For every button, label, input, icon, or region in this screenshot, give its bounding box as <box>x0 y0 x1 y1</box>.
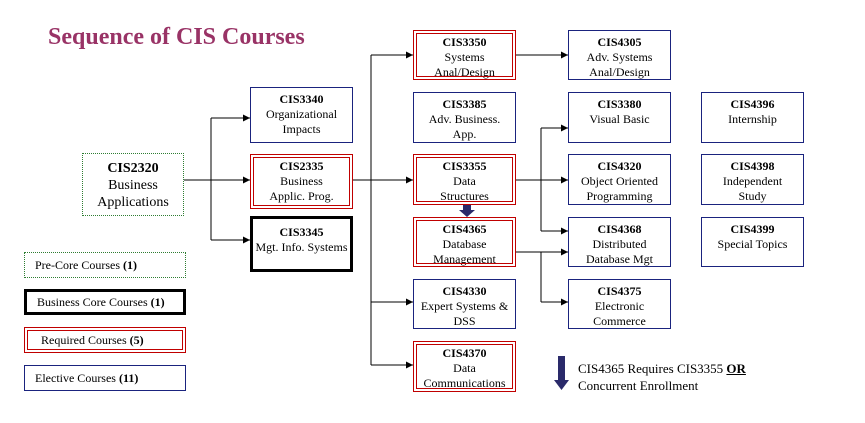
course-title-line: Adv. Systems <box>586 50 653 64</box>
course-code: CIS4368 <box>597 222 642 236</box>
course-box-cis3385: CIS3385 Adv. Business. App. <box>413 92 516 143</box>
course-title-line: Electronic <box>594 299 645 313</box>
course-title-line: Communications <box>423 376 506 390</box>
note-emphasis: OR <box>726 361 746 376</box>
course-box-cis4396: CIS4396 Internship <box>701 92 804 143</box>
course-title-line: Business <box>280 174 323 188</box>
course-title-line: Applic. Prog. <box>269 189 334 203</box>
course-title-line: Data <box>453 361 476 375</box>
course-title-line: Study <box>738 189 767 203</box>
course-title-line: Data <box>453 174 476 188</box>
course-title-line: Visual Basic <box>589 112 650 126</box>
course-box-cis4330: CIS4330 Expert Systems & DSS <box>413 279 516 329</box>
course-box-cis4399: CIS4399 Special Topics <box>701 217 804 267</box>
course-box-cis2335: CIS2335 Business Applic. Prog. <box>250 154 353 209</box>
course-box-cis3355: CIS3355 Data Structures <box>413 154 516 205</box>
course-code: CIS4370 <box>442 346 487 360</box>
course-title-line: Object Oriented <box>581 174 658 188</box>
course-code: CIS4330 <box>442 284 487 298</box>
course-title-line: Applications <box>97 195 169 210</box>
course-code: CIS4399 <box>730 222 775 236</box>
note-text-1: CIS4365 Requires CIS3355 <box>578 361 727 376</box>
legend-count: (1) <box>150 295 165 309</box>
prerequisite-note: CIS4365 Requires CIS3355 OR Concurrent E… <box>578 360 746 394</box>
course-box-cis3345: CIS3345 Mgt. Info. Systems <box>250 216 353 272</box>
course-title-line: Management <box>433 252 496 266</box>
legend-count: (1) <box>122 258 137 272</box>
course-title-line: DSS <box>453 314 476 328</box>
course-box-cis4320: CIS4320 Object Oriented Programming <box>568 154 671 205</box>
legend-count: (11) <box>118 371 139 385</box>
course-title-line: Mgt. Info. Systems <box>255 240 348 254</box>
course-code: CIS4396 <box>730 97 775 111</box>
course-title-line: Programming <box>586 189 653 203</box>
course-title-line: Systems <box>444 50 485 64</box>
course-title-line: Structures <box>440 189 489 203</box>
course-box-cis4398: CIS4398 Independent Study <box>701 154 804 205</box>
course-box-cis3380: CIS3380 Visual Basic <box>568 92 671 143</box>
course-code: CIS3385 <box>442 97 487 111</box>
course-title-line: Commerce <box>593 314 646 328</box>
course-box-cis4365: CIS4365 Database Management <box>413 217 516 267</box>
course-title-line: Internship <box>728 112 777 126</box>
note-text-2: Concurrent Enrollment <box>578 378 699 393</box>
legend-label: Business Core Courses <box>37 295 148 309</box>
course-code: CIS2335 <box>279 159 324 173</box>
course-box-cis2320: CIS2320 Business Applications <box>82 153 184 216</box>
course-title-line: Special Topics <box>717 237 788 251</box>
course-title-line: Database Mgt <box>586 252 653 266</box>
course-code: CIS2320 <box>107 161 159 176</box>
course-title-line: Business <box>108 178 158 193</box>
course-title-line: Distributed <box>592 237 647 251</box>
course-title-line: Database <box>442 237 487 251</box>
course-code: CIS3355 <box>442 159 487 173</box>
course-box-cis4375: CIS4375 Electronic Commerce <box>568 279 671 329</box>
course-code: CIS3380 <box>597 97 642 111</box>
legend-required: Required Courses (5) <box>24 327 186 353</box>
course-title-line: Independent <box>722 174 783 188</box>
course-title-line: Anal/Design <box>434 65 495 79</box>
course-box-cis4368: CIS4368 Distributed Database Mgt <box>568 217 671 267</box>
course-title-line: App. <box>452 127 477 141</box>
course-box-cis3340: CIS3340 Organizational Impacts <box>250 87 353 143</box>
course-code: CIS3350 <box>442 35 487 49</box>
course-code: CIS4375 <box>597 284 642 298</box>
legend-label: Required Courses <box>41 333 127 347</box>
course-code: CIS4398 <box>730 159 775 173</box>
legend-elective: Elective Courses (11) <box>24 365 186 391</box>
page-title: Sequence of CIS Courses <box>48 24 305 50</box>
legend-precore: Pre-Core Courses (1) <box>24 252 186 278</box>
legend-business-core: Business Core Courses (1) <box>24 289 186 315</box>
course-box-cis3350: CIS3350 Systems Anal/Design <box>413 30 516 80</box>
legend-label: Elective Courses <box>35 371 116 385</box>
course-box-cis4305: CIS4305 Adv. Systems Anal/Design <box>568 30 671 80</box>
legend-count: (5) <box>129 333 144 347</box>
course-title-line: Expert Systems & <box>420 299 509 313</box>
course-code: CIS4320 <box>597 159 642 173</box>
course-title-line: Organizational <box>265 107 338 121</box>
course-code: CIS3345 <box>279 225 324 239</box>
course-code: CIS4305 <box>597 35 642 49</box>
course-code: CIS4365 <box>442 222 487 236</box>
course-title-line: Adv. Business. <box>428 112 501 126</box>
course-box-cis4370: CIS4370 Data Communications <box>413 341 516 392</box>
course-title-line: Impacts <box>282 122 321 136</box>
course-code: CIS3340 <box>279 92 324 106</box>
legend-label: Pre-Core Courses <box>35 258 120 272</box>
course-title-line: Anal/Design <box>589 65 650 79</box>
